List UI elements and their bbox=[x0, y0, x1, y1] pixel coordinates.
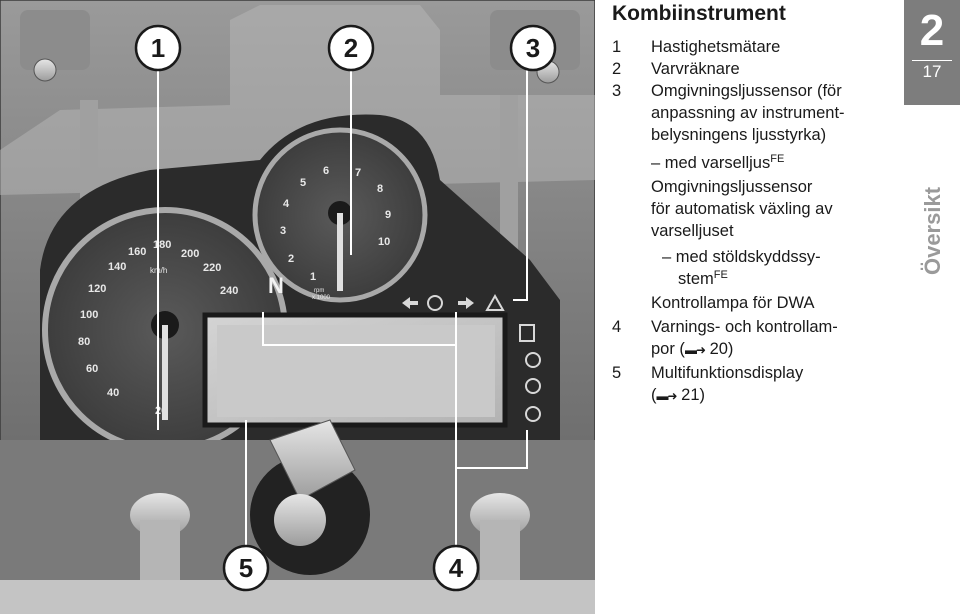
rpm-tick: 7 bbox=[355, 167, 361, 179]
rpm-unit-line1: rpm bbox=[314, 288, 324, 294]
svg-text:1: 1 bbox=[151, 33, 165, 63]
svg-text:3: 3 bbox=[526, 33, 540, 63]
svg-text:5: 5 bbox=[239, 553, 253, 583]
item-3-variant-fe2-a: – med stöldskyddssy- bbox=[662, 246, 821, 268]
callout-2: 2 bbox=[329, 26, 373, 70]
callout-5: 5 bbox=[224, 546, 268, 590]
speed-tick: 200 bbox=[181, 248, 199, 260]
fe-superscript: FE bbox=[714, 269, 728, 281]
item-text: Varnings- och kontrollam- bbox=[651, 316, 891, 338]
tab-divider bbox=[912, 60, 952, 61]
item-5-line-2: (▬➜ 21) bbox=[651, 384, 705, 407]
chapter-tab: 2 17 bbox=[904, 0, 960, 105]
item-text: Hastighetsmätare bbox=[651, 36, 891, 58]
item-3-dwa: Kontrollampa för DWA bbox=[651, 292, 815, 314]
rpm-tick: 6 bbox=[323, 165, 329, 177]
item-3-extra-line-2: för automatisk växling av bbox=[651, 198, 833, 220]
speed-tick: 80 bbox=[78, 336, 90, 348]
speed-tick: 240 bbox=[220, 285, 238, 297]
item-3-line-3: belysningens ljusstyrka) bbox=[651, 124, 826, 146]
callout-4: 4 bbox=[434, 546, 478, 590]
item-number: 3 bbox=[612, 80, 632, 102]
legend-title: Kombiinstrument bbox=[612, 2, 786, 26]
item-4-line-2: por (▬➜ 20) bbox=[651, 338, 733, 361]
speed-tick: 40 bbox=[107, 387, 119, 399]
speed-tick: 140 bbox=[108, 261, 126, 273]
section-label: Översikt bbox=[920, 176, 946, 286]
speed-tick: 220 bbox=[203, 262, 221, 274]
svg-text:4: 4 bbox=[449, 553, 464, 583]
rpm-tick: 1 bbox=[310, 271, 316, 283]
callout-1: 1 bbox=[136, 26, 180, 70]
speed-tick: 60 bbox=[86, 363, 98, 375]
item-number: 5 bbox=[612, 362, 632, 384]
item-text: Omgivningsljussensor (för bbox=[651, 80, 891, 102]
item-3-extra-line-3: varselljuset bbox=[651, 220, 734, 242]
rpm-tick: 10 bbox=[378, 236, 390, 248]
gear-indicator: N bbox=[268, 273, 284, 298]
item-text: Multifunktionsdisplay bbox=[651, 362, 891, 384]
speed-tick: 160 bbox=[128, 246, 146, 258]
legend: Kombiinstrument 1 Hastighetsmätare 2 Var… bbox=[612, 0, 902, 614]
cluster-illustration: 20 40 60 80 100 120 140 160 180 200 220 … bbox=[0, 0, 595, 614]
item-3-line-2: anpassning av instrument- bbox=[651, 102, 845, 124]
page-ref-arrow-icon: ▬➜ bbox=[685, 343, 705, 357]
svg-text:2: 2 bbox=[344, 33, 358, 63]
item-number: 4 bbox=[612, 316, 632, 338]
page-ref-arrow-icon: ▬➜ bbox=[657, 389, 677, 403]
item-number: 2 bbox=[612, 58, 632, 80]
rpm-tick: 4 bbox=[283, 198, 290, 210]
item-number: 1 bbox=[612, 36, 632, 58]
item-3-variant-fe: – med varselljusFE bbox=[651, 152, 784, 174]
item-text: Varvräknare bbox=[651, 58, 891, 80]
rpm-tick: 5 bbox=[300, 177, 306, 189]
rpm-tick: 9 bbox=[385, 209, 391, 221]
instrument-cluster-photo: 20 40 60 80 100 120 140 160 180 200 220 … bbox=[0, 0, 595, 614]
speed-tick: 100 bbox=[80, 309, 98, 321]
fe-superscript: FE bbox=[770, 153, 784, 165]
chapter-number: 2 bbox=[904, 4, 960, 58]
rpm-unit-line2: x 1000 bbox=[312, 295, 331, 301]
item-3-extra-line-1: Omgivningsljussensor bbox=[651, 176, 812, 198]
rpm-tick: 3 bbox=[280, 225, 286, 237]
speed-tick: 180 bbox=[153, 239, 171, 251]
page-number: 17 bbox=[904, 62, 960, 82]
callout-3: 3 bbox=[511, 26, 555, 70]
rpm-tick: 2 bbox=[288, 253, 294, 265]
speed-tick: 120 bbox=[88, 283, 106, 295]
rpm-tick: 8 bbox=[377, 183, 383, 195]
item-3-variant-fe2-b: stemFE bbox=[678, 268, 728, 290]
